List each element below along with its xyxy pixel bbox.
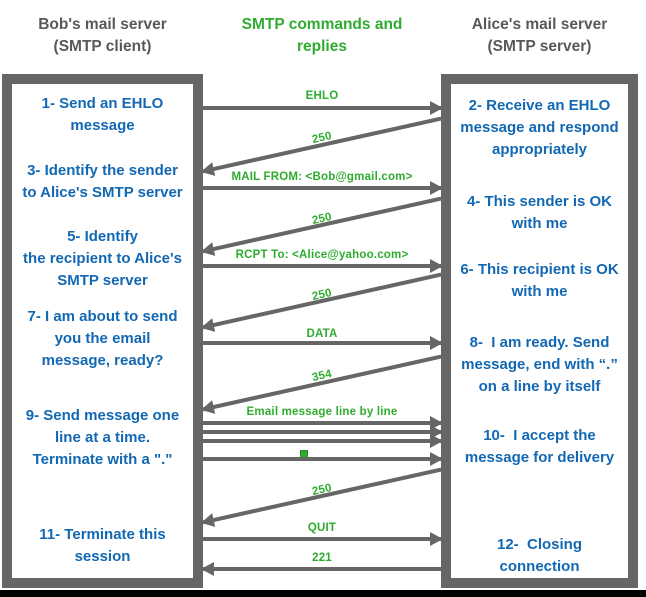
arrow-email-line-2-right-icon: [203, 430, 441, 434]
legend-header: SMTP commands and replies: [241, 16, 403, 55]
arrow-221-left-icon: [203, 567, 441, 571]
arrow-250-1-left-icon: [202, 116, 442, 174]
bottom-bar: [0, 590, 646, 597]
client-step-9: 9- Send message one line at a time. Term…: [25, 407, 180, 468]
server-step-8: 8- I am ready. Send message, end with “.…: [461, 334, 618, 395]
msg-label-mail-from: MAIL FROM: <Bob@gmail.com>: [231, 171, 413, 183]
client-step-1: 1- Send an EHLO message: [41, 95, 164, 134]
arrow-250-4-left-icon: [202, 467, 442, 525]
client-step-3: 3- Identify the sender to Alice's SMTP s…: [22, 162, 183, 201]
arrow-email-line-1-right-icon: [203, 421, 441, 425]
server-step-10: 10- I accept the message for delivery: [464, 427, 615, 466]
msg-label-quit: QUIT: [307, 522, 337, 534]
client-header: Bob's mail server (SMTP client): [38, 16, 167, 55]
server-step-4: 4- This sender is OK with me: [466, 193, 613, 232]
server-step-12: 12- Closing connection: [496, 536, 582, 575]
arrow-250-3-left-icon: [202, 272, 442, 330]
arrow-rcpt-to-right-icon: [203, 264, 441, 268]
client-step-5: 5- Identify the recipient to Alice's SMT…: [23, 228, 182, 289]
arrow-data-right-icon: [203, 341, 441, 345]
server-header: Alice's mail server (SMTP server): [471, 16, 608, 55]
server-step-2: 2- Receive an EHLO message and respond a…: [460, 97, 619, 158]
arrow-ehlo-right-icon: [203, 106, 441, 110]
arrow-email-line-3-right-icon: [203, 439, 441, 443]
msg-label-ehlo: EHLO: [305, 90, 339, 102]
msg-label-email-lines: Email message line by line: [246, 406, 398, 418]
arrow-354-left-icon: [202, 354, 442, 412]
msg-label-221: 221: [312, 552, 332, 564]
server-box: 2- Receive an EHLO message and respond a…: [441, 74, 638, 588]
arrow-period-right-icon: [203, 457, 441, 461]
msg-label-data: DATA: [306, 328, 338, 340]
arrow-250-2-left-icon: [202, 196, 442, 254]
server-step-6: 6- This recipient is OK with me: [460, 261, 619, 300]
arrow-mail-from-right-icon: [203, 186, 441, 190]
client-step-7: 7- I am about to send you the email mess…: [27, 308, 178, 369]
arrow-quit-right-icon: [203, 537, 441, 541]
client-step-11: 11- Terminate this session: [39, 526, 166, 565]
client-box: 1- Send an EHLO message 3- Identify the …: [2, 74, 203, 588]
msg-label-rcpt-to: RCPT To: <Alice@yahoo.com>: [235, 249, 409, 261]
